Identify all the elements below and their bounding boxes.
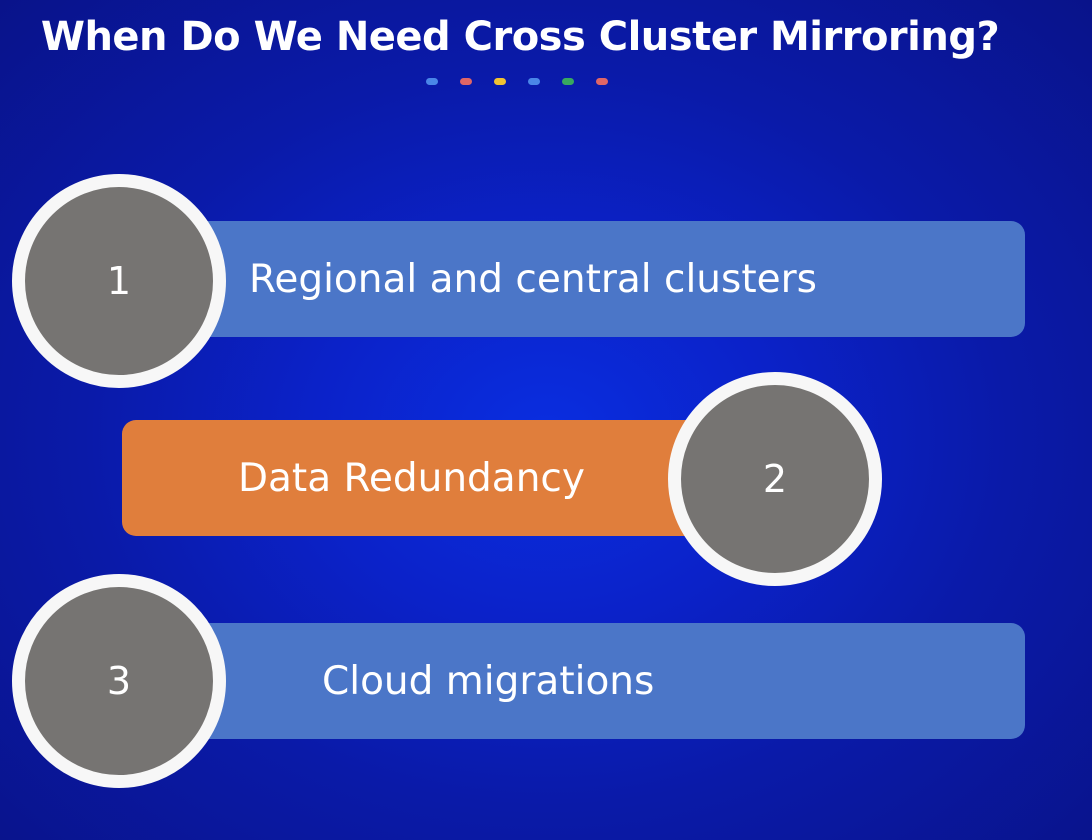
dot-2: [460, 78, 472, 85]
item-bar-3: Cloud migrations: [185, 623, 1025, 739]
dot-4: [528, 78, 540, 85]
dot-1: [426, 78, 438, 85]
item-label-2: Data Redundancy: [238, 455, 585, 501]
dot-3: [494, 78, 506, 85]
dot-5: [562, 78, 574, 85]
item-label-3: Cloud migrations: [322, 658, 655, 704]
item-label-1: Regional and central clusters: [249, 256, 817, 302]
item-number-circle-2: 2: [668, 372, 882, 586]
decorative-dots: [426, 78, 608, 85]
slide-title: When Do We Need Cross Cluster Mirroring?: [40, 14, 1000, 60]
item-number-circle-1: 1: [12, 174, 226, 388]
item-number-circle-3: 3: [12, 574, 226, 788]
item-bar-1: Regional and central clusters: [185, 221, 1025, 337]
dot-6: [596, 78, 608, 85]
item-bar-2: Data Redundancy: [122, 420, 742, 536]
